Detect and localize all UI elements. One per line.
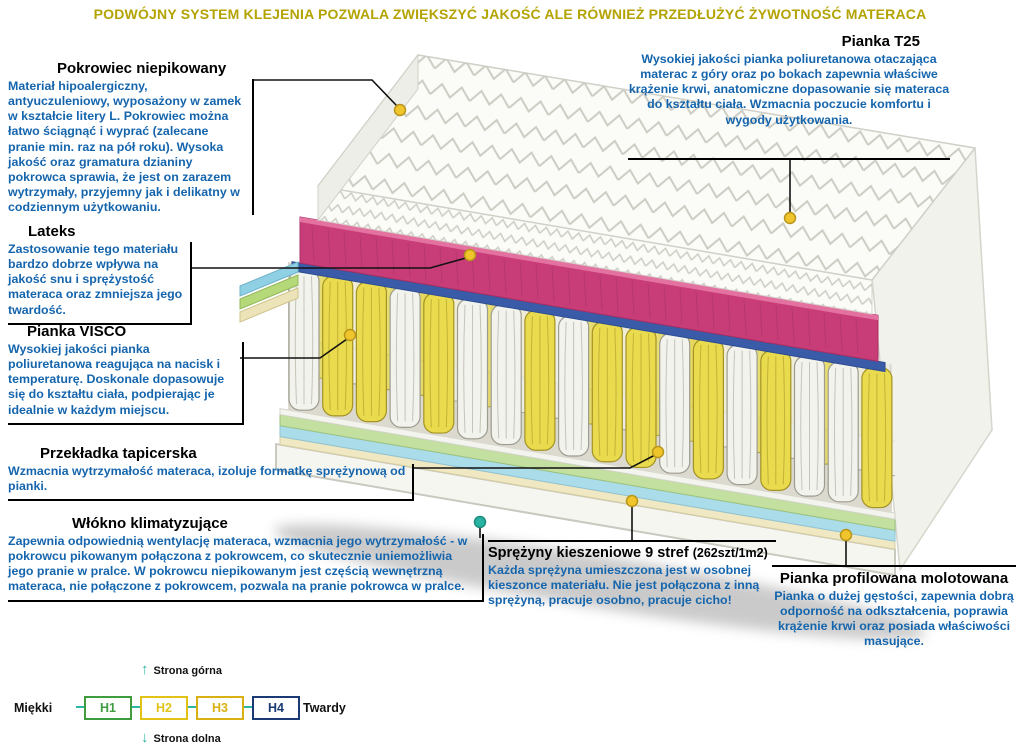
annotation-title: Włókno klimatyzujące	[72, 515, 228, 532]
callout-line	[240, 338, 348, 359]
layer-step	[239, 274, 299, 310]
callout-dot	[463, 248, 477, 262]
arrow-down-icon: ↓	[141, 729, 149, 746]
hardness-level-1: H1	[84, 696, 132, 720]
annotation-body: Zastosowanie tego materiału bardzo dobrz…	[8, 242, 192, 325]
annotation-visco-foam: Pianka VISCO Wysokiej jakości pianka pol…	[8, 323, 244, 425]
callout-dot	[393, 103, 407, 117]
annotation-title: Pianka VISCO	[27, 323, 127, 340]
scale-top-direction: ↑ Strona górna	[141, 661, 222, 678]
callout-dot	[343, 328, 357, 342]
annotation-pocket-springs: Sprężyny kieszeniowe 9 stref (262szt/1m2…	[488, 540, 776, 608]
annotation-body: Zapewnia odpowiednią wentylację materaca…	[8, 534, 484, 602]
annotation-climate-fiber: Włókno klimatyzujące Zapewnia odpowiedni…	[8, 515, 484, 602]
annotation-cover: Pokrowiec niepikowany Materiał hipoalerg…	[8, 60, 254, 216]
hardness-level-4: H4	[252, 696, 300, 720]
mattress-shadow	[274, 524, 926, 640]
annotation-title: Lateks	[28, 223, 76, 240]
callout-dot	[839, 528, 853, 542]
annotation-title: Pianka profilowana molotowana	[779, 570, 1009, 587]
scale-bottom-label: Strona dolna	[153, 733, 221, 745]
annotation-title: Pianka T25	[841, 33, 920, 50]
scale-hard-label: Twardy	[303, 701, 346, 715]
scale-soft-label: Miękki	[14, 701, 53, 715]
annotation-latex: Lateks Zastosowanie tego materiału bardz…	[8, 223, 192, 325]
scale-bottom-direction: ↓ Strona dolna	[141, 729, 221, 746]
hardness-level-3: H3	[196, 696, 244, 720]
annotation-body: Pianka o dużej gęstości, zapewnia dobrą …	[774, 589, 1014, 649]
layer-step	[239, 287, 299, 323]
banner-text: PODWÓJNY SYSTEM KLEJENIA POZWALA ZWIĘKSZ…	[93, 6, 927, 22]
hardness-level-2: H2	[140, 696, 188, 720]
springs-count: (262szt/1m2)	[692, 546, 768, 560]
annotation-t25-foam: Pianka T25 Wysokiej jakości pianka poliu…	[628, 33, 950, 160]
callout-line	[190, 257, 467, 269]
annotation-profiled-foam: Pianka profilowana molotowana Pianka o d…	[772, 565, 1016, 650]
scale-top-label: Strona górna	[153, 665, 222, 677]
layer-step	[239, 261, 299, 297]
annotation-body: Każda sprężyna umieszczona jest w osobne…	[488, 563, 760, 608]
springs-title: Sprężyny kieszeniowe 9 stref	[488, 545, 689, 561]
annotation-upholstery-spacer: Przekładka tapicerska Wzmacnia wytrzymał…	[8, 445, 414, 502]
callout-line	[412, 454, 656, 469]
annotation-title: Sprężyny kieszeniowe 9 stref (262szt/1m2…	[488, 545, 776, 561]
annotation-title: Pokrowiec niepikowany	[57, 60, 227, 77]
callout-dot	[473, 515, 487, 529]
arrow-up-icon: ↑	[141, 661, 149, 678]
callout-dot	[783, 211, 797, 225]
annotation-body: Wzmacnia wytrzymałość materaca, izoluje …	[8, 464, 414, 502]
callout-dot	[651, 445, 665, 459]
annotation-body: Wysokiej jakości pianka poliuretanowa ot…	[628, 52, 950, 127]
callout-dot	[625, 494, 639, 508]
annotation-body: Wysokiej jakości pianka poliuretanowa re…	[8, 342, 244, 425]
annotation-title: Przekładka tapicerska	[40, 445, 197, 462]
annotation-body: Materiał hipoalergiczny, antyuczuleniowy…	[8, 79, 254, 216]
callout-line	[252, 79, 398, 107]
